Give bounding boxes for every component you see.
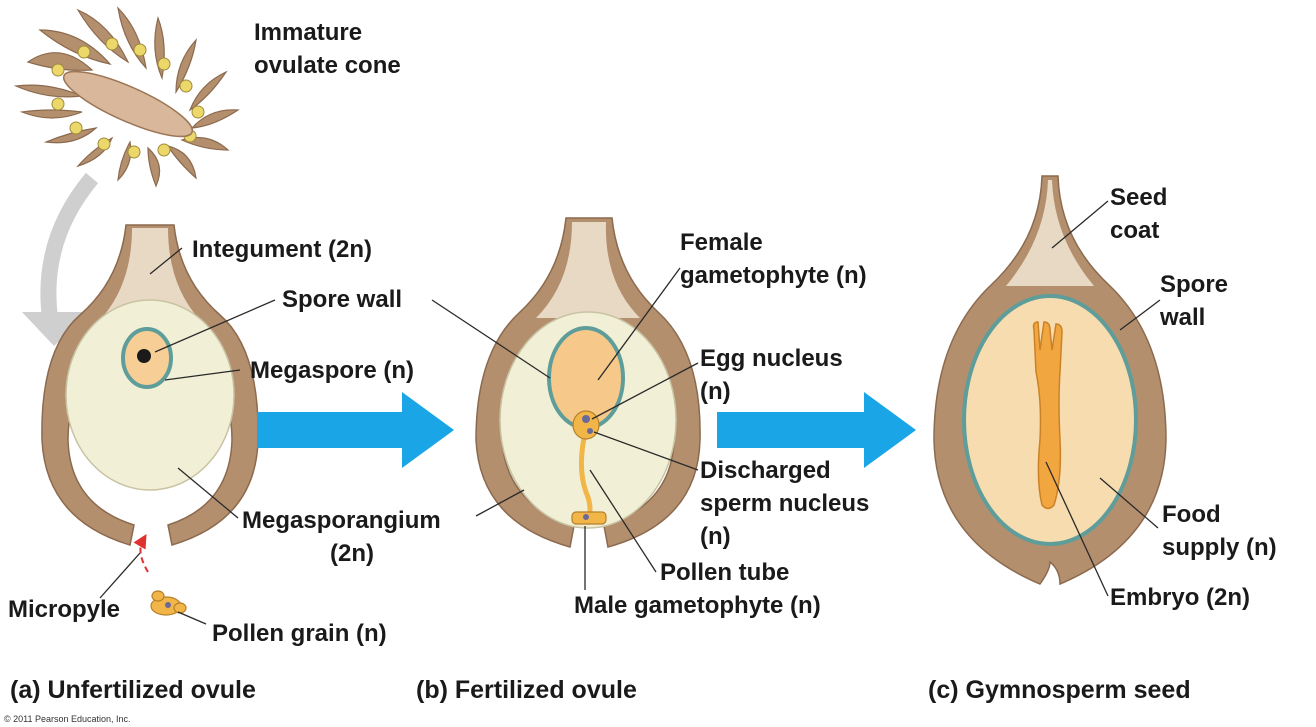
label-seed-coat-2: coat [1110, 217, 1159, 244]
label-egg-2: (n) [700, 378, 731, 405]
label-spore-wall-c-1: Spore [1160, 271, 1228, 298]
process-arrow-1 [257, 392, 454, 468]
label-spore-wall-a: Spore wall [282, 286, 402, 313]
label-megasporangium-1: Megasporangium [242, 507, 441, 534]
label-embryo: Embryo (2n) [1110, 584, 1250, 611]
label-sperm-1: Discharged [700, 457, 831, 484]
label-female-2: gametophyte (n) [680, 262, 867, 289]
label-egg-1: Egg nucleus [700, 345, 843, 372]
label-cone-2: ovulate cone [254, 52, 401, 79]
label-integument: Integument (2n) [192, 236, 372, 263]
ovule-b [476, 218, 700, 590]
caption-c: (c) Gymnosperm seed [928, 676, 1191, 704]
label-sperm-3: (n) [700, 523, 731, 550]
label-seed-coat-1: Seed [1110, 184, 1167, 211]
label-food-2: supply (n) [1162, 534, 1277, 561]
label-food-1: Food [1162, 501, 1221, 528]
immature-cone [16, 8, 238, 186]
label-sperm-2: sperm nucleus [700, 490, 869, 517]
label-megaspore: Megaspore (n) [250, 357, 414, 384]
label-micropyle: Micropyle [8, 596, 120, 623]
copyright: © 2011 Pearson Education, Inc. [4, 714, 131, 724]
caption-a: (a) Unfertilized ovule [10, 676, 256, 704]
label-pollen-tube: Pollen tube [660, 559, 789, 586]
label-cone-1: Immature [254, 19, 362, 46]
pollen-grain [140, 540, 186, 615]
label-megasporangium-2: (2n) [330, 540, 374, 567]
ovule-a [42, 225, 258, 545]
label-male-gametophyte: Male gametophyte (n) [574, 592, 821, 619]
label-pollen-grain: Pollen grain (n) [212, 620, 387, 647]
label-female-1: Female [680, 229, 763, 256]
label-spore-wall-c-2: wall [1159, 304, 1205, 331]
caption-b: (b) Fertilized ovule [416, 676, 637, 704]
